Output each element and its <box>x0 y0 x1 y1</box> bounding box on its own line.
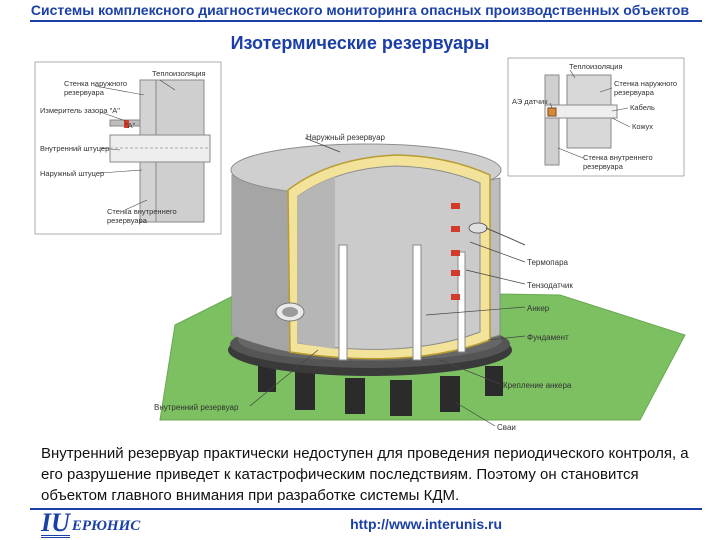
label-anchor: Анкер <box>527 304 550 313</box>
inset-right-cable: Кабель <box>630 103 655 112</box>
logo-text: ЕРЮНИС <box>71 518 141 534</box>
outer-tank-shading <box>232 175 290 352</box>
inset-left-gap-mark: "A" <box>125 121 136 130</box>
inset-left-inner-nozzle: Внутренний штуцер <box>40 144 109 153</box>
inner-tank-shade <box>298 177 335 349</box>
piles <box>258 362 503 416</box>
label-piles: Сваи <box>497 423 516 432</box>
inset-left-insulation: Теплоизоляция <box>152 69 206 78</box>
inset-right-inner-wall-2: резервуара <box>583 162 624 171</box>
inset-right: Теплоизоляция Стенка наружного резервуар… <box>507 57 685 177</box>
label-outer-tank: Наружный резервуар <box>306 133 386 142</box>
tank-diagram: Наружный резервуар Термопара Тензодатчик… <box>34 57 686 432</box>
sensors <box>451 203 460 300</box>
label-foundation: Фундамент <box>527 333 569 342</box>
label-anchor-fixing: Крепление анкера <box>503 381 572 390</box>
header-divider <box>30 20 702 22</box>
inset-left-gap-gauge: Измеритель зазора "А" <box>40 106 120 115</box>
inset-right-insulation: Теплоизоляция <box>569 62 623 71</box>
description-text: Внутренний резервуар практически недосту… <box>41 445 689 504</box>
inset-left-outer-nozzle: Наружный штуцер <box>40 169 104 178</box>
inset-right-casing: Кожух <box>632 122 653 131</box>
label-inner-tank: Внутренний резервуар <box>154 403 239 412</box>
logo-mark: IU <box>41 508 70 538</box>
thermocouple <box>468 222 526 246</box>
inset-right-inner-wall: Стенка внутреннего <box>583 153 653 162</box>
inset-left-outer-wall: Стенка наружного <box>64 79 127 88</box>
website-link[interactable]: http://www.interunis.ru <box>350 516 502 532</box>
inset-right-outer-wall-2: резервуара <box>614 88 655 97</box>
leader-lines <box>249 137 526 427</box>
inset-left: Стенка наружного резервуара Теплоизоляци… <box>34 61 222 235</box>
nozzle <box>275 302 305 322</box>
inset-right-outer-wall: Стенка наружного <box>614 79 677 88</box>
company-logo: IU ЕРЮНИС <box>41 508 141 538</box>
label-thermocouple: Термопара <box>527 258 569 267</box>
inset-right-ae-sensor: АЭ датчик <box>512 97 548 106</box>
anchors <box>338 244 466 361</box>
footer-divider <box>30 508 702 510</box>
inset-left-outer-wall-2: резервуара <box>64 88 105 97</box>
org-title: Системы комплексного диагностического мо… <box>30 2 690 18</box>
inset-left-inner-wall: Стенка внутреннего <box>107 207 177 216</box>
inset-left-inner-wall-2: резервуара <box>107 216 148 225</box>
label-strain-gauge: Тензодатчик <box>527 281 573 290</box>
slide-title: Изотермические резервуары <box>230 33 490 53</box>
